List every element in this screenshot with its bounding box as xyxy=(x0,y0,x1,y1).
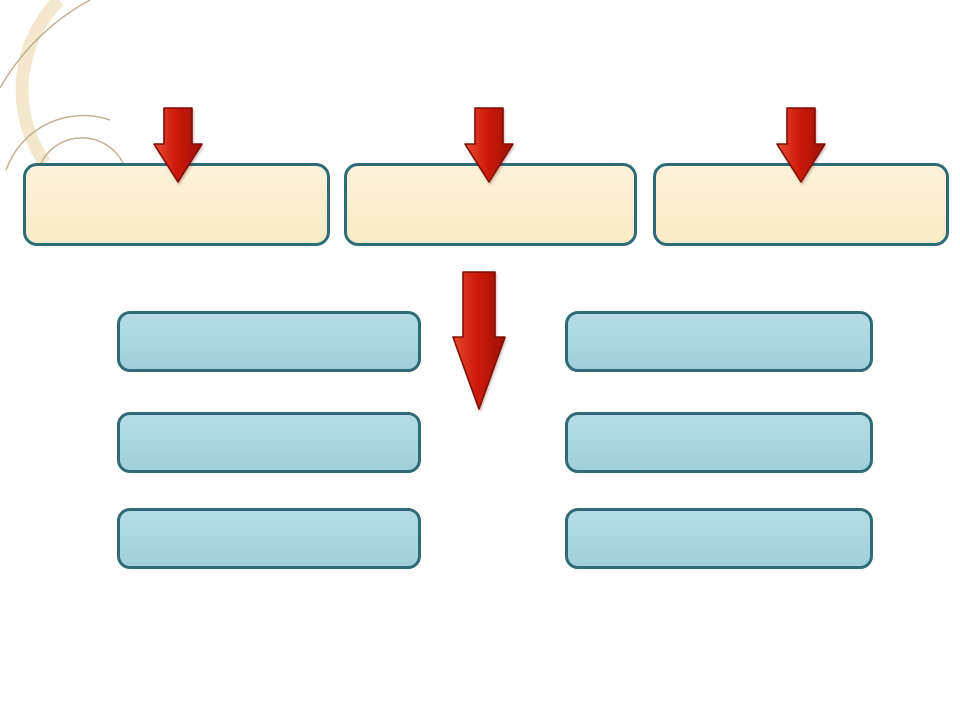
left-item-2[interactable] xyxy=(117,412,421,473)
down-arrow-icon-3 xyxy=(776,107,826,183)
right-item-2[interactable] xyxy=(565,412,873,473)
down-arrow-icon-1 xyxy=(153,107,203,183)
left-item-3[interactable] xyxy=(117,508,421,569)
down-arrow-icon-2 xyxy=(464,107,514,183)
right-item-1[interactable] xyxy=(565,311,873,372)
big-down-arrow-icon xyxy=(452,271,506,410)
left-item-1[interactable] xyxy=(117,311,421,372)
right-item-3[interactable] xyxy=(565,508,873,569)
